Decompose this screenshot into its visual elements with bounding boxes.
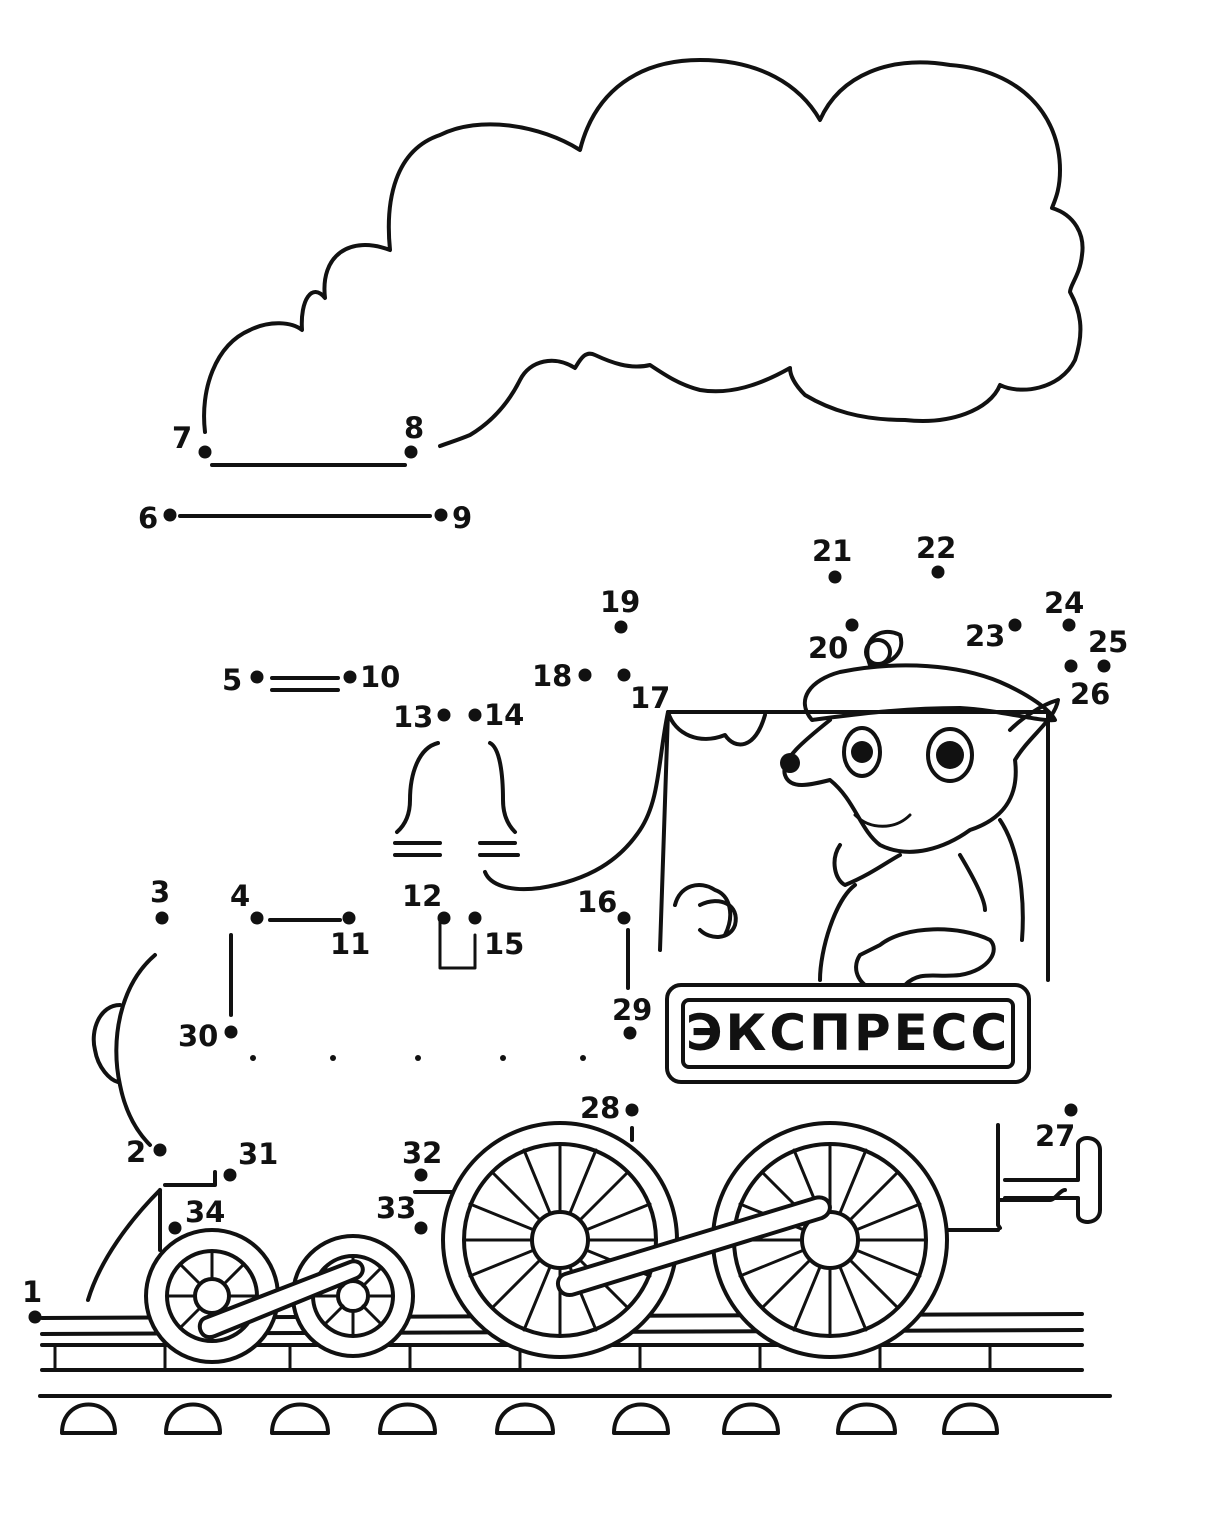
dot-27: 27	[1035, 1103, 1078, 1153]
coupling-rod-small	[197, 1259, 365, 1340]
svg-text:7: 7	[172, 421, 192, 455]
dot-1: 1	[22, 1275, 42, 1324]
dot-34: 34	[168, 1195, 225, 1235]
svg-text:20: 20	[808, 631, 848, 665]
wheel-large-rear	[711, 1121, 949, 1359]
svg-text:8: 8	[404, 411, 424, 445]
svg-text:9: 9	[452, 501, 472, 535]
dot-24: 24	[1044, 586, 1084, 632]
buffer	[1003, 1136, 1102, 1224]
svg-text:10: 10	[360, 660, 400, 694]
dot-15: 15	[468, 911, 524, 961]
bell-rim	[393, 841, 520, 857]
svg-text:28: 28	[580, 1091, 620, 1125]
dot-12: 12	[402, 879, 451, 925]
svg-text:25: 25	[1088, 625, 1128, 659]
svg-text:4: 4	[230, 879, 250, 913]
boiler-front	[114, 953, 157, 1147]
svg-text:6: 6	[138, 501, 158, 535]
svg-text:24: 24	[1044, 586, 1084, 620]
svg-text:19: 19	[600, 585, 640, 619]
dot-5: 5	[222, 663, 264, 697]
svg-text:18: 18	[532, 659, 572, 693]
bell	[395, 741, 517, 834]
svg-text:32: 32	[402, 1136, 442, 1170]
dot-29: 29	[612, 993, 652, 1040]
dot-7: 7	[172, 421, 212, 459]
nameplate-label: ЭКСПРЕСС	[686, 1004, 1010, 1062]
svg-text:5: 5	[222, 663, 242, 697]
svg-text:13: 13	[393, 700, 433, 734]
fox-driver	[673, 629, 1060, 998]
dot-23: 23	[965, 618, 1022, 653]
svg-text:29: 29	[612, 993, 652, 1027]
svg-text:33: 33	[376, 1191, 416, 1225]
svg-text:17: 17	[630, 681, 670, 715]
svg-text:2: 2	[126, 1135, 146, 1169]
dot-18: 18	[532, 659, 592, 693]
dot-17: 17	[617, 668, 670, 715]
dot-4: 4	[230, 879, 264, 925]
wheel-large-front	[441, 1121, 679, 1359]
svg-text:27: 27	[1035, 1119, 1075, 1153]
dot-2: 2	[126, 1135, 167, 1169]
svg-text:15: 15	[484, 927, 524, 961]
cab-window	[658, 710, 1050, 982]
dot-25: 25	[1088, 625, 1128, 673]
smoke-cloud	[202, 58, 1085, 448]
coupling-rod-large	[556, 1195, 832, 1297]
dot-31: 31	[223, 1137, 278, 1182]
dot-14: 14	[468, 698, 524, 732]
dot-6: 6	[138, 501, 177, 535]
wheel-small-front	[144, 1228, 280, 1364]
svg-text:1: 1	[22, 1275, 42, 1309]
chassis	[86, 1123, 1067, 1302]
dot-10: 10	[343, 660, 400, 694]
dot-11: 11	[330, 911, 370, 961]
dot-8: 8	[404, 411, 424, 459]
svg-text:31: 31	[238, 1137, 278, 1171]
dot-3: 3	[150, 875, 170, 925]
dot-32: 32	[402, 1136, 442, 1182]
dot-33: 33	[376, 1191, 428, 1235]
svg-text:16: 16	[577, 885, 617, 919]
svg-text:26: 26	[1070, 677, 1110, 711]
boiler-dots	[250, 1055, 586, 1061]
dot-16: 16	[577, 885, 631, 925]
dot-19: 19	[600, 585, 640, 634]
svg-text:11: 11	[330, 927, 370, 961]
dot-13: 13	[393, 700, 451, 734]
svg-text:21: 21	[812, 534, 852, 568]
bell-handle	[438, 918, 477, 970]
dot-30: 30	[178, 1019, 238, 1053]
dot-9: 9	[434, 501, 472, 535]
dot-20: 20	[808, 618, 859, 665]
dot-26: 26	[1064, 659, 1110, 711]
svg-text:23: 23	[965, 619, 1005, 653]
dot-22: 22	[916, 531, 956, 579]
svg-text:3: 3	[150, 875, 170, 909]
dot-21: 21	[812, 534, 852, 584]
cab-curtain	[483, 710, 767, 892]
headlight	[91, 1003, 122, 1084]
line-5-10	[270, 676, 340, 692]
dot-28: 28	[580, 1091, 639, 1125]
svg-text:34: 34	[185, 1195, 225, 1229]
nameplate	[665, 983, 1031, 1084]
svg-text:22: 22	[916, 531, 956, 565]
svg-text:14: 14	[484, 698, 524, 732]
svg-text:12: 12	[402, 879, 442, 913]
svg-text:30: 30	[178, 1019, 218, 1053]
